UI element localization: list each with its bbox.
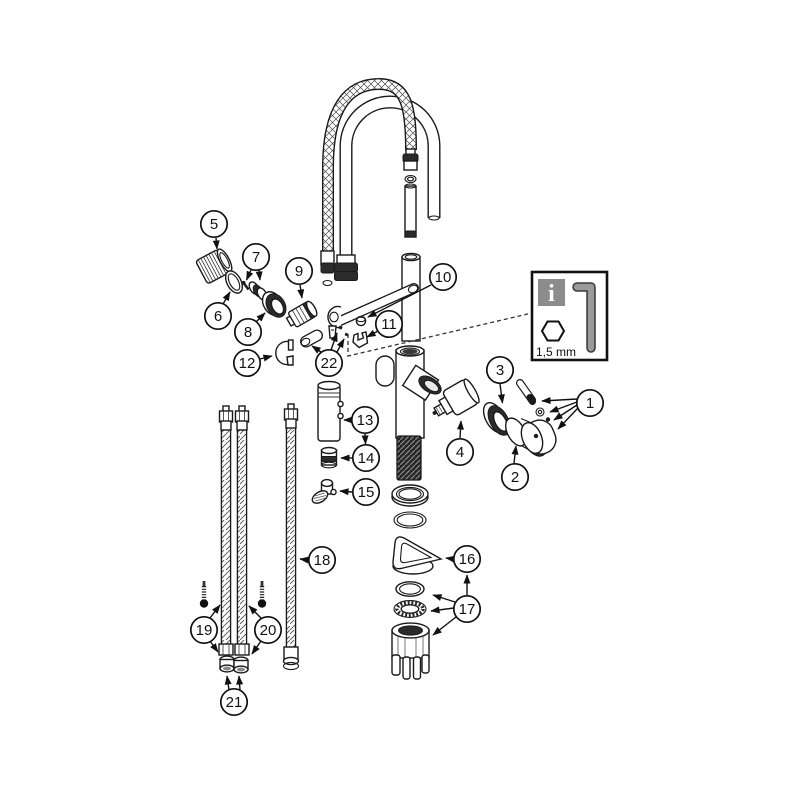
- svg-text:11: 11: [381, 316, 397, 333]
- callout-3: 3: [485, 355, 515, 385]
- svg-text:9: 9: [295, 263, 303, 280]
- spring-clip: [352, 331, 369, 349]
- svg-text:22: 22: [321, 355, 338, 372]
- svg-text:4: 4: [456, 444, 464, 461]
- callout-7: 7: [241, 242, 271, 272]
- aerator-nut: [195, 248, 233, 284]
- svg-text:5: 5: [210, 216, 218, 233]
- callout-20: 20: [253, 615, 283, 645]
- svg-text:13: 13: [357, 412, 374, 429]
- toothed-ring-part17b: [393, 600, 427, 618]
- seal-ring-part8: [261, 291, 287, 318]
- svg-text:17: 17: [459, 601, 476, 618]
- handle-oring: [535, 407, 545, 417]
- info-box: i 1,5 mm: [530, 270, 609, 362]
- hex-socket-icon: [540, 320, 566, 342]
- callout-21: 21: [219, 687, 249, 717]
- callout-8: 8: [233, 317, 263, 347]
- supply-hose-1: [218, 405, 234, 656]
- callout-14: 14: [351, 443, 381, 473]
- fixing-screw-1: [199, 581, 209, 608]
- spout-arc-tube: [339, 95, 441, 262]
- supply-hose-3-part18: [282, 403, 300, 671]
- retaining-clip-part12: [275, 339, 294, 366]
- leader-arrows: [209, 237, 579, 691]
- svg-text:7: 7: [252, 249, 260, 266]
- info-icon-glyph: i: [548, 281, 555, 307]
- svg-text:3: 3: [496, 362, 504, 379]
- callout-2: 2: [500, 462, 530, 492]
- spout-end-collar: [334, 254, 358, 281]
- svg-text:15: 15: [358, 484, 375, 501]
- handle-knob-part1: [520, 419, 557, 455]
- mounting-nut-part17c: [391, 622, 430, 680]
- callout-6: 6: [203, 301, 233, 331]
- svg-text:21: 21: [226, 694, 243, 711]
- callout-13: 13: [350, 405, 380, 435]
- base-oring: [393, 511, 427, 529]
- svg-text:6: 6: [214, 308, 222, 325]
- svg-text:18: 18: [314, 552, 331, 569]
- hose-nut-filter-2-part21: [233, 656, 249, 674]
- svg-text:8: 8: [244, 324, 252, 341]
- svg-text:12: 12: [239, 355, 256, 372]
- handle-pin: [516, 379, 536, 405]
- callout-9: 9: [284, 256, 314, 286]
- callout-17: 17: [452, 594, 482, 624]
- supply-hose-2: [234, 405, 250, 656]
- callout-16: 16: [452, 544, 482, 574]
- svg-text:2: 2: [511, 469, 519, 486]
- cartridge-part4: [432, 378, 480, 417]
- callout-19: 19: [189, 615, 219, 645]
- callout-10: 10: [428, 262, 458, 292]
- svg-text:19: 19: [196, 622, 213, 639]
- riser-pipe: [401, 252, 421, 342]
- aerator-screw: [241, 280, 250, 291]
- dome-screw: [355, 315, 367, 327]
- elbow-part15: [311, 478, 337, 504]
- hose-nut-filter-1-part21: [219, 655, 235, 673]
- fixing-screw-2: [257, 581, 267, 608]
- spout-wand: [335, 283, 419, 326]
- triangle-gasket-part16: [392, 536, 443, 575]
- callout-18: 18: [307, 545, 337, 575]
- pullout-hose-braided: [322, 77, 417, 258]
- quick-connect-coupling: [285, 300, 318, 328]
- svg-text:16: 16: [459, 551, 476, 568]
- inner-tube: [404, 183, 417, 238]
- washer-ring-part17a: [395, 581, 425, 597]
- sleeve-part13: [317, 380, 344, 442]
- callout-22: 22: [314, 348, 344, 378]
- adapter-part14: [320, 446, 338, 469]
- callout-4: 4: [445, 437, 475, 467]
- wand-holder-clip: [327, 305, 342, 339]
- hose-end-ferrule: [320, 250, 335, 287]
- callout-5: 5: [199, 209, 229, 239]
- hex-key-dashed-leader: [347, 312, 533, 357]
- base-seal-ring: [391, 484, 429, 507]
- handle-screw-dot: [545, 417, 551, 422]
- hose-coupling-fitting: [402, 148, 419, 184]
- svg-text:1: 1: [586, 395, 594, 412]
- callout-11: 11: [374, 309, 404, 339]
- oval-washer: [224, 270, 244, 294]
- svg-text:14: 14: [358, 450, 375, 467]
- info-icon: [538, 279, 565, 306]
- pivot-pin: [300, 329, 323, 348]
- svg-text:20: 20: [260, 622, 277, 639]
- set-screws: [338, 325, 349, 337]
- callout-15: 15: [351, 477, 381, 507]
- ring-nut-part3: [482, 402, 511, 436]
- aerator-insert: [248, 281, 268, 301]
- allen-key-icon: [572, 282, 596, 353]
- svg-text:10: 10: [435, 269, 452, 286]
- hex-size-label: 1,5 mm: [536, 345, 576, 359]
- faucet-body: [375, 345, 442, 481]
- callout-12: 12: [232, 348, 262, 378]
- callout-1: 1: [575, 388, 605, 418]
